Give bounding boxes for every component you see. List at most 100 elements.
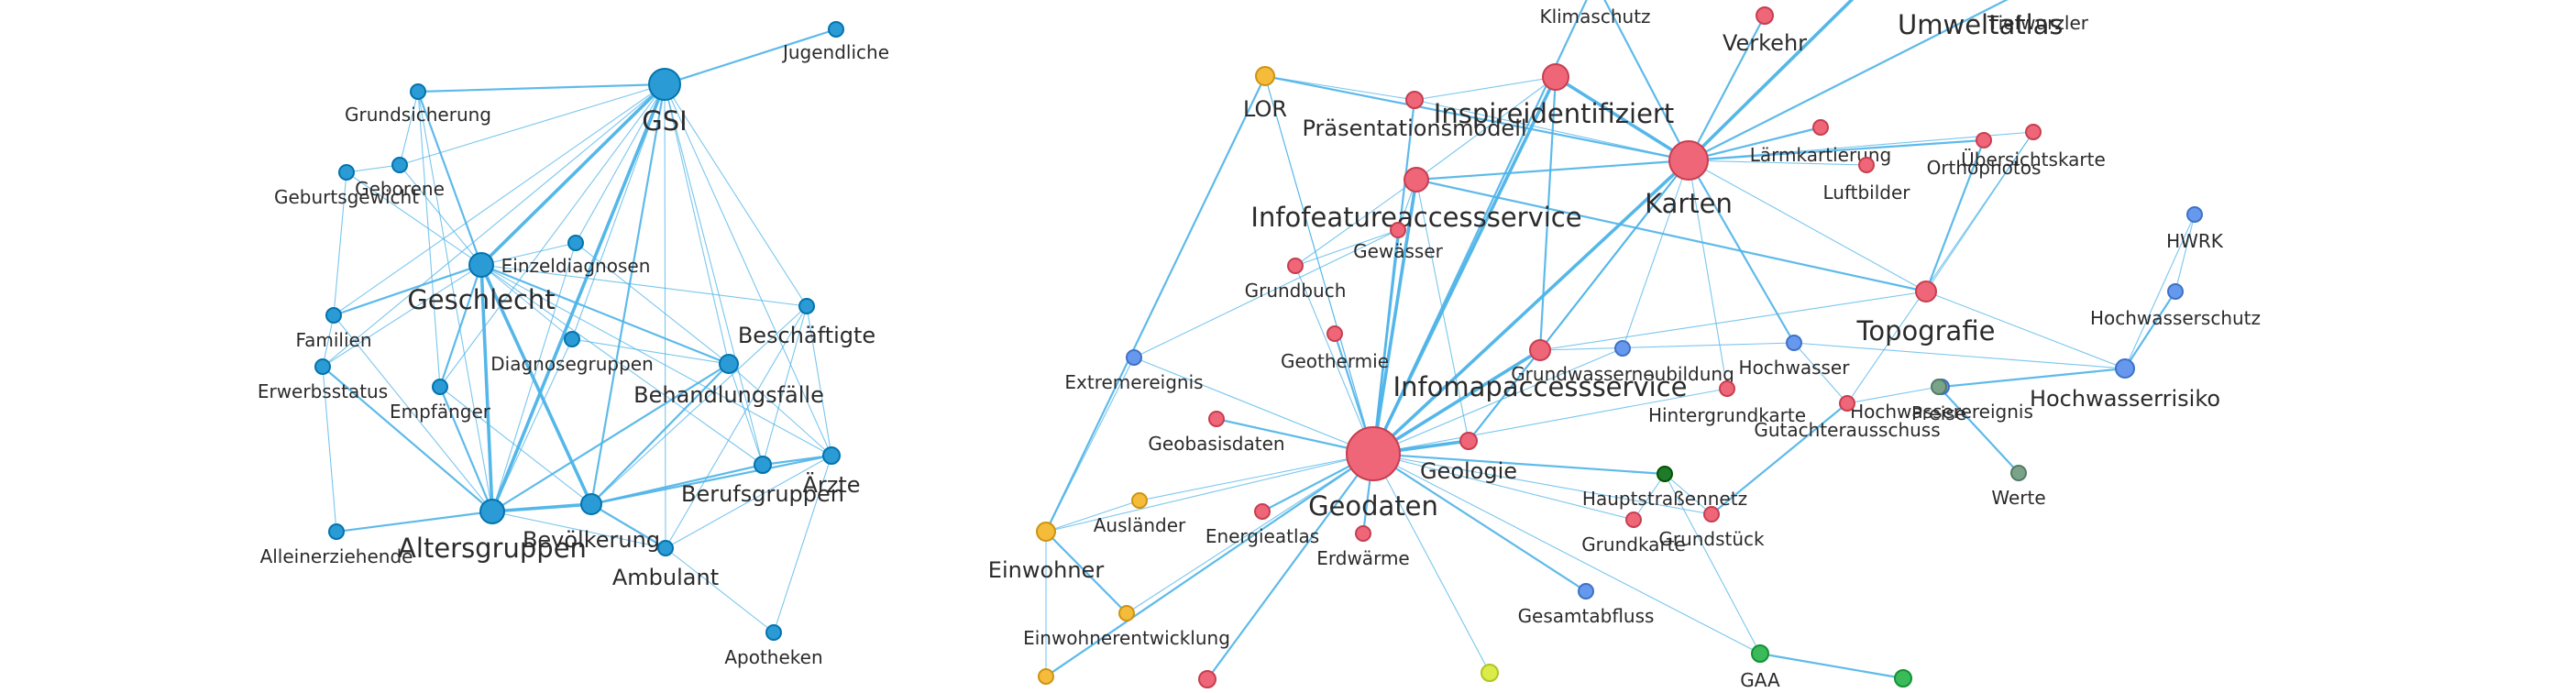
node-circle[interactable] [432,379,448,395]
node-circle[interactable] [338,164,355,181]
node-circle[interactable] [765,624,782,641]
node-Einwohner[interactable]: Einwohner [988,522,1105,583]
node-circle[interactable] [1894,669,1912,688]
node-circle[interactable] [1404,167,1429,192]
node-circle[interactable] [1719,380,1735,397]
node-Erdwaerme[interactable]: Erdwärme [1316,525,1410,569]
node-circle[interactable] [1839,395,1855,412]
node-Praesentationsmodell[interactable]: Präsentationsmodell [1302,91,1527,141]
node-circle[interactable] [1131,492,1148,509]
node-Preise[interactable]: Preise [1911,379,1966,424]
node-Inspireidentifiziert[interactable]: Inspireidentifiziert [1434,63,1674,129]
node-Orthophotos[interactable]: Orthophotos [1927,132,2042,179]
node-GAA2[interactable] [1894,669,1912,688]
node-circle[interactable] [314,358,331,375]
node-Bottom3[interactable] [1481,664,1499,682]
node-circle[interactable] [1812,119,1829,136]
node-Infomapaccessservice[interactable]: Infomapaccessservice [1393,339,1688,402]
node-Grundkarte[interactable]: Grundkarte [1581,512,1686,556]
node-circle[interactable] [1208,411,1225,427]
node-circle[interactable] [1976,132,1992,148]
node-Topografie[interactable]: Topografie [1856,280,1996,346]
node-Beschaeftigte[interactable]: Beschäftigte [738,298,875,348]
node-circle[interactable] [325,307,342,324]
node-Geobasisdaten[interactable]: Geobasisdaten [1148,411,1285,455]
node-Grundsicherung[interactable]: Grundsicherung [345,83,491,126]
node-circle[interactable] [1915,280,1937,302]
node-circle[interactable] [2115,358,2135,379]
node-circle[interactable] [754,456,772,474]
node-circle[interactable] [1858,157,1875,173]
node-Geborene[interactable]: Geborene [355,157,445,200]
node-Gesamtabfluss[interactable]: Gesamtabfluss [1518,583,1655,627]
node-circle[interactable] [1126,349,1142,366]
node-circle[interactable] [2025,124,2042,140]
node-circle[interactable] [2167,283,2184,300]
node-Verkehr[interactable]: Verkehr [1723,6,1807,56]
node-Tiefwurzler[interactable]: Tiefwurzler [1987,0,2089,34]
node-Aerzte[interactable]: Ärzte [802,446,861,498]
node-Hintergrundkarte[interactable]: Hintergrundkarte [1648,380,1806,426]
node-Geburtsgewicht[interactable]: Geburtsgewicht [274,164,419,208]
node-circle[interactable] [1578,583,1594,600]
node-circle[interactable] [468,252,494,278]
node-Empfaenger[interactable]: Empfänger [390,379,491,423]
node-circle[interactable] [648,68,681,101]
node-circle[interactable] [657,540,674,556]
node-Umweltatlas[interactable]: Umweltatlas [1862,0,2064,40]
node-Gutachterausschuss[interactable]: Gutachterausschuss [1754,395,1941,441]
node-circle[interactable] [1756,6,1774,25]
node-Extremereignis[interactable]: Extremereignis [1064,349,1204,393]
node-circle[interactable] [1118,605,1135,622]
node-Hochwasserschutz[interactable]: Hochwasserschutz [2090,283,2261,329]
node-Energieatlas[interactable]: Energieatlas [1205,503,1319,547]
node-circle[interactable] [1459,432,1478,450]
node-circle[interactable] [2010,465,2027,481]
node-circle[interactable] [828,21,844,38]
node-Diagnosegruppen[interactable]: Diagnosegruppen [490,331,654,375]
node-circle[interactable] [1198,670,1216,688]
node-circle[interactable] [1786,335,1802,351]
node-Hochwasserrisiko[interactable]: Hochwasserrisiko [2030,358,2220,412]
node-GSI[interactable]: GSI [642,68,688,137]
node-Geodaten[interactable]: Geodaten [1308,426,1438,522]
node-circle[interactable] [1625,512,1642,528]
node-circle[interactable] [1255,66,1275,86]
node-Geologie[interactable]: Geologie [1420,432,1517,484]
node-Behandlungsfaelle[interactable]: Behandlungsfälle [633,354,824,408]
node-Einzeldiagnosen[interactable]: Einzeldiagnosen [501,235,651,277]
node-Grundbuch[interactable]: Grundbuch [1245,258,1347,302]
node-circle[interactable] [2186,206,2203,223]
node-circle[interactable] [1529,339,1551,361]
node-circle[interactable] [798,298,815,314]
node-circle[interactable] [1287,258,1304,274]
node-circle[interactable] [1355,525,1371,542]
node-circle[interactable] [1931,379,1947,395]
node-circle[interactable] [1405,91,1424,109]
node-circle[interactable] [1036,522,1056,542]
node-circle[interactable] [1657,466,1673,482]
node-Infofeatureaccessservice[interactable]: Infofeatureaccessservice [1250,167,1582,233]
node-circle[interactable] [1481,664,1499,682]
node-circle[interactable] [1390,222,1406,238]
node-Luftbilder[interactable]: Luftbilder [1822,157,1910,204]
node-LOR[interactable]: LOR [1243,66,1287,122]
node-circle[interactable] [580,493,602,515]
node-circle[interactable] [1668,140,1709,181]
node-Hochwasser[interactable]: Hochwasser [1739,335,1851,379]
node-circle[interactable] [1327,325,1343,342]
node-Jugendliche[interactable]: Jugendliche [781,21,889,63]
node-circle[interactable] [1614,340,1631,357]
node-circle[interactable] [328,523,345,540]
node-circle[interactable] [1703,506,1720,522]
node-circle[interactable] [1038,668,1054,685]
node-circle[interactable] [567,235,584,251]
node-Altersgruppen[interactable]: Altersgruppen [398,499,587,564]
node-Bottom1[interactable] [1038,668,1054,685]
node-GAA[interactable]: GAA [1740,644,1780,691]
node-Werte[interactable]: Werte [1991,465,2046,509]
node-Auslaender[interactable]: Ausländer [1094,492,1186,536]
node-Ambulant[interactable]: Ambulant [612,540,719,590]
node-Bevoelkerung[interactable]: Bevölkerung [523,493,660,553]
